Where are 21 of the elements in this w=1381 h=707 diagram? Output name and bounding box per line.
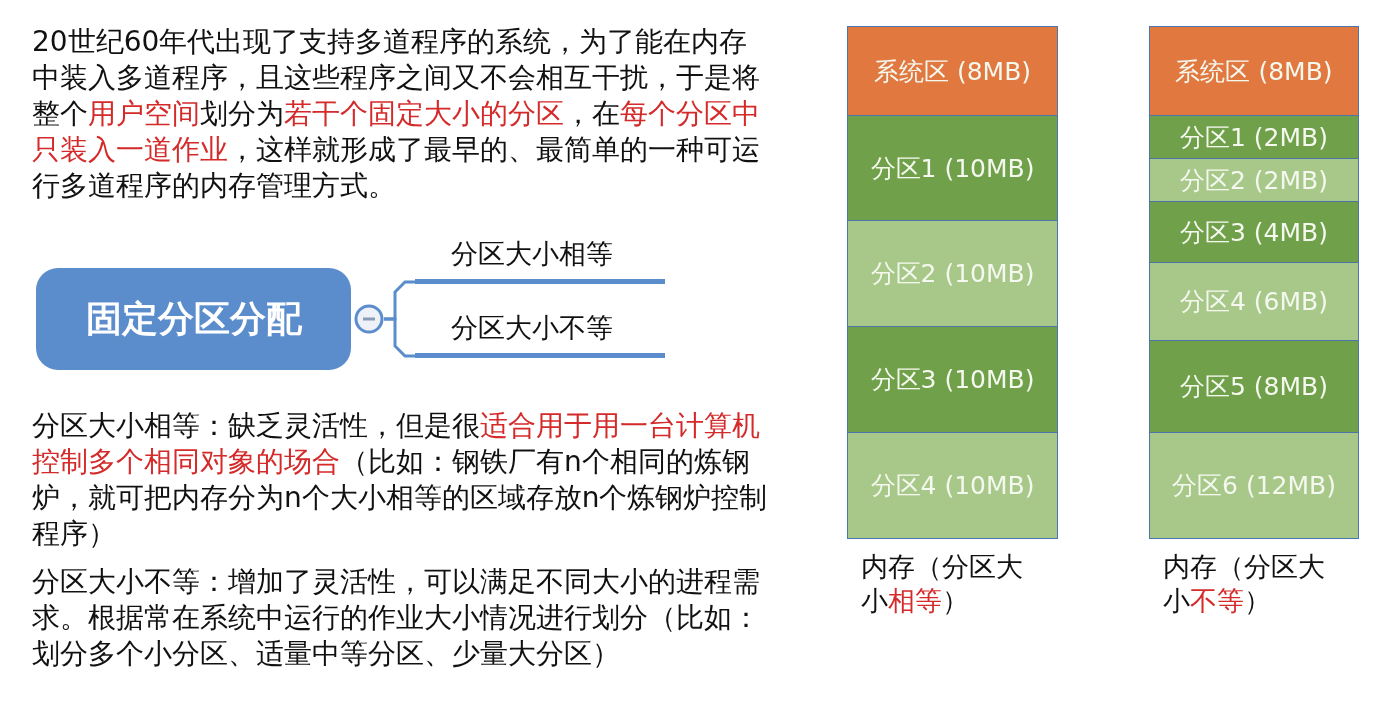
partition-block: 分区4 (6MB) — [1149, 262, 1359, 341]
partition-block: 分区3 (4MB) — [1149, 201, 1359, 263]
partition-block: 分区2 (10MB) — [847, 220, 1058, 327]
partition-block: 分区3 (10MB) — [847, 326, 1058, 433]
partition-block: 分区5 (8MB) — [1149, 340, 1359, 433]
partition-block: 分区1 (2MB) — [1149, 115, 1359, 159]
memory-caption: 内存（分区大小相等） — [861, 550, 1024, 618]
memory-caption: 内存（分区大小不等） — [1163, 550, 1326, 618]
topic-box: 固定分区分配 — [36, 268, 351, 370]
paragraph: 分区大小相等：缺乏灵活性，但是很适合用于用一台计算机控制多个相同对象的场合（比如：钢铁厂有n个相同的炼钢炉，就可把内存分为n个大小相等的区域存放n个炼钢炉控制程序） — [32, 408, 769, 552]
partition-block: 分区1 (10MB) — [847, 115, 1058, 221]
paragraph: 20世纪60年代出现了支持多道程序的系统，为了能在内存中装入多道程序，且这些程序之间又不会相互干扰，于是将整个用户空间划分为若干个固定大小的分区，在每个分区中只装入一道作业，这样就形成了最早的、最简单的一种可运行多道程序的内存管理方式。 — [32, 24, 761, 204]
partition-block: 分区6 (12MB) — [1149, 432, 1359, 539]
partition-block: 分区4 (10MB) — [847, 432, 1058, 539]
partition-block: 系统区 (8MB) — [847, 26, 1058, 116]
partition-block: 分区2 (2MB) — [1149, 158, 1359, 202]
paragraph: 分区大小不等：增加了灵活性，可以满足不同大小的进程需求。根据常在系统中运行的作业大小情况进行划分（比如：划分多个小分区、适量中等分区、少量大分区） — [32, 564, 761, 672]
branch-topic: 分区大小相等 — [415, 232, 665, 284]
partition-block: 系统区 (8MB) — [1149, 26, 1359, 116]
connector-line — [384, 317, 415, 358]
branch-topic: 分区大小不等 — [415, 306, 665, 358]
